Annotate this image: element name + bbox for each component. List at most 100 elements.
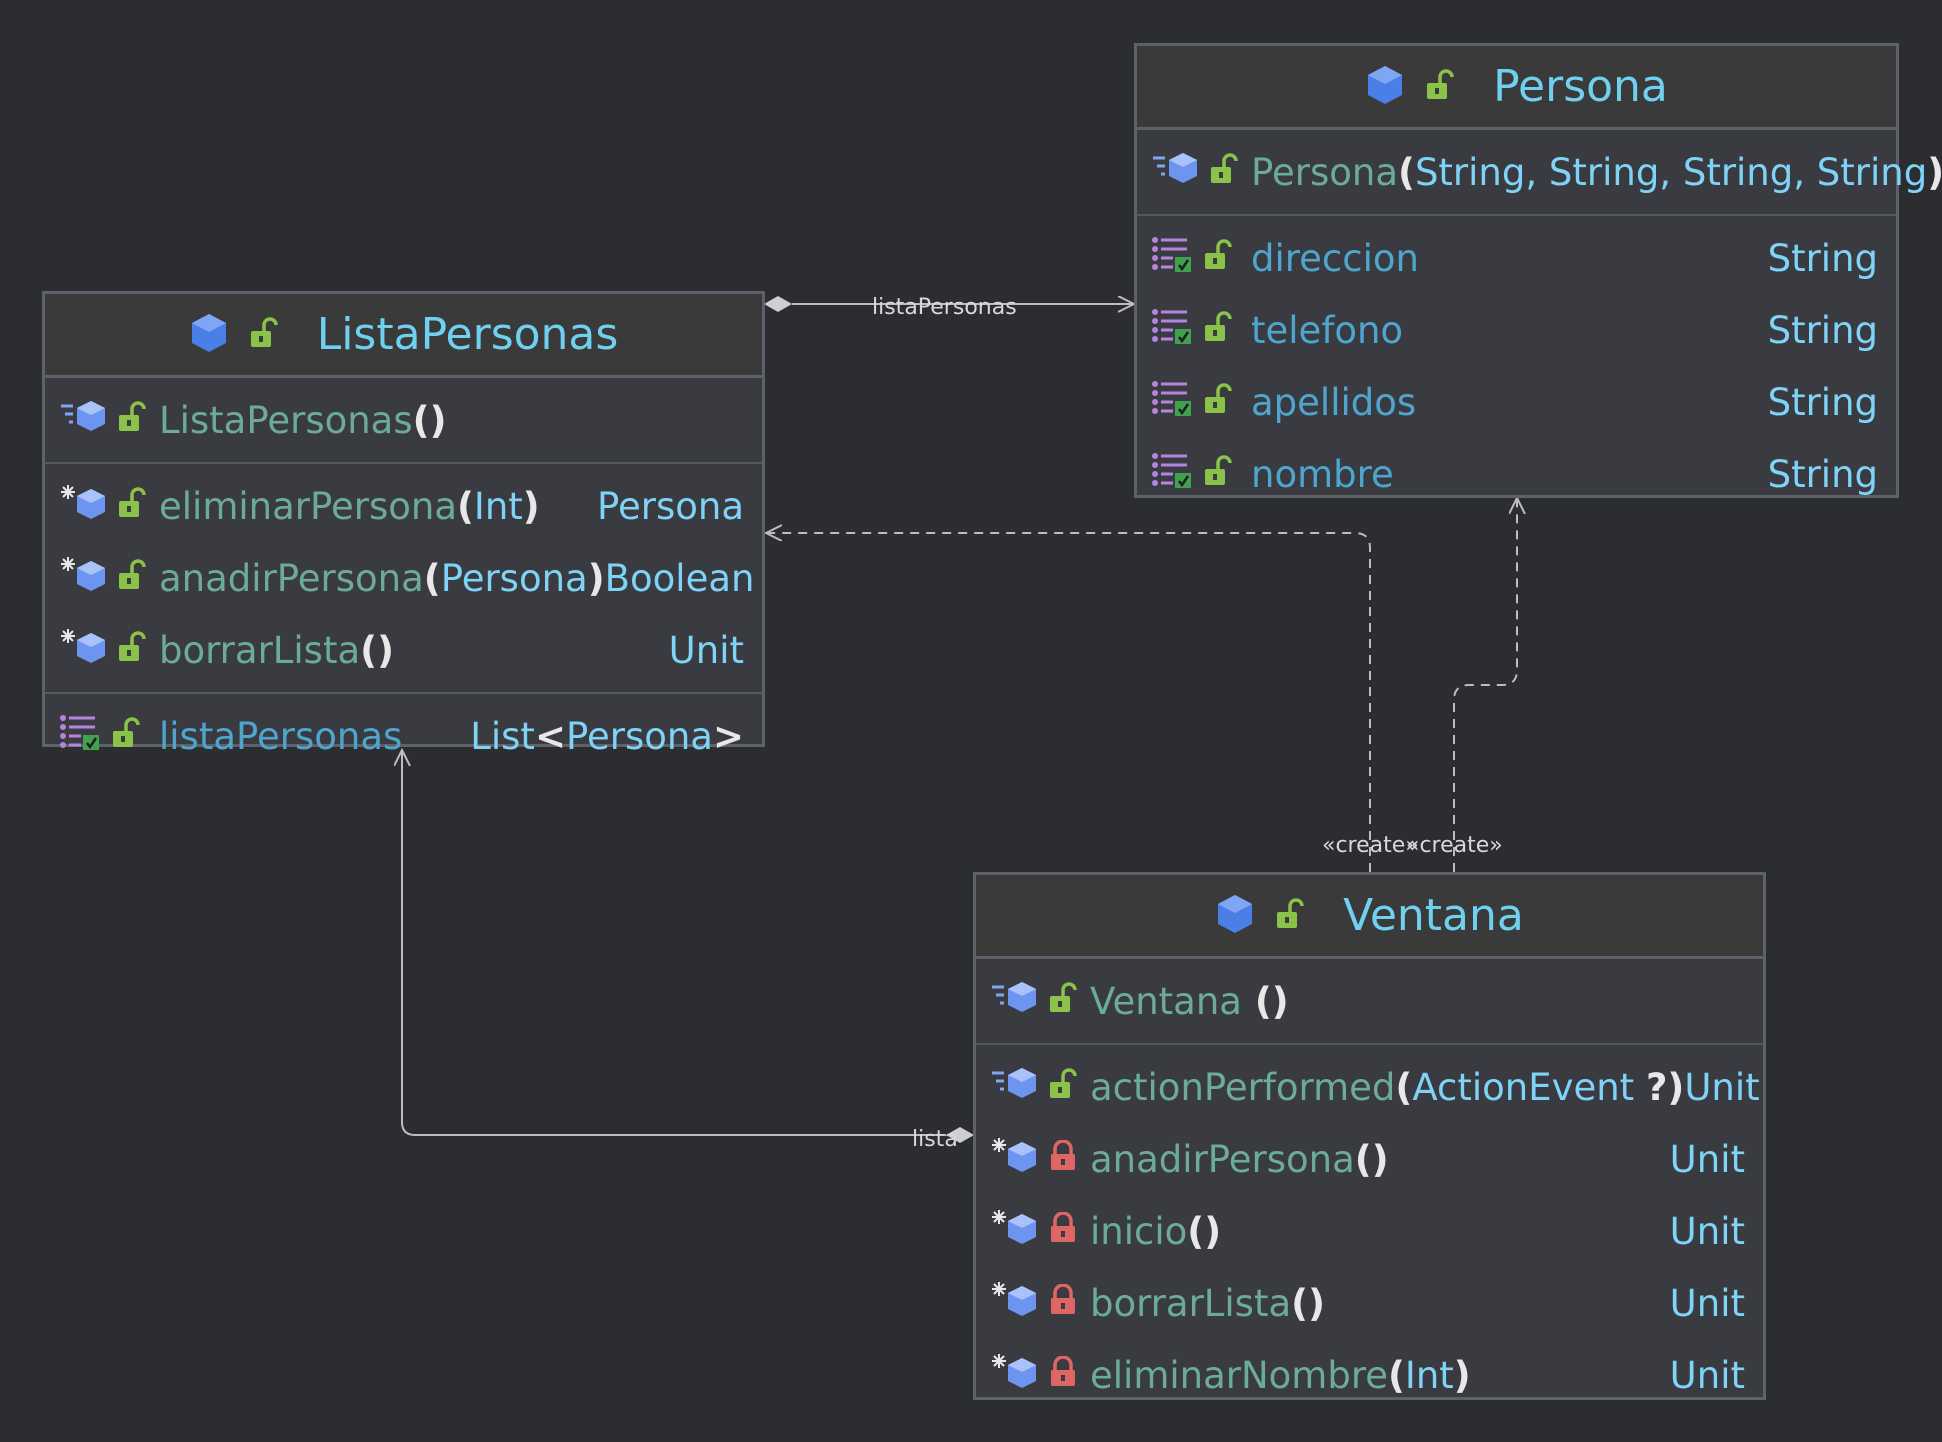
method-row[interactable]: borrarLista() Unit	[45, 614, 762, 686]
composition-diamond	[764, 296, 792, 312]
paren-open: (	[1398, 150, 1415, 194]
paren-close: )	[429, 398, 447, 442]
return-type: Unit	[1669, 1137, 1745, 1181]
fields-section: listaPersonas List<Persona>	[45, 694, 762, 778]
generic-open: <	[534, 714, 566, 758]
member-name: inicio	[1090, 1209, 1188, 1253]
paren-close: )	[1204, 1209, 1222, 1253]
edge-ventana-create-persona[interactable]	[1453, 498, 1517, 872]
open-lock-icon	[1203, 309, 1233, 352]
open-lock-icon	[117, 485, 147, 528]
method-icon	[59, 483, 107, 530]
member-params: String, String, String, String	[1414, 150, 1928, 194]
class-ventana[interactable]: Ventana Ventana ()	[973, 872, 1766, 1400]
member-name: eliminarNombre	[1090, 1353, 1388, 1397]
return-type: Persona	[596, 484, 744, 528]
paren-close: )	[1927, 151, 1942, 194]
methods-section: actionPerformed(ActionEvent ?) Unit anad…	[976, 1045, 1763, 1417]
method-row[interactable]: actionPerformed(ActionEvent ?) Unit	[976, 1051, 1763, 1123]
composition-diamond	[946, 1127, 974, 1143]
open-lock-icon	[1209, 151, 1239, 194]
method-row[interactable]: borrarLista() Unit	[976, 1267, 1763, 1339]
class-cube-icon	[1365, 64, 1405, 110]
member-params: Int	[1404, 1353, 1454, 1397]
member-params: Int	[473, 484, 523, 528]
field-row[interactable]: direccion String	[1137, 222, 1896, 294]
property-icon	[1151, 451, 1193, 498]
edge-ventana-to-lista[interactable]: lista	[402, 750, 974, 1152]
edge-label-listaPersonas: listaPersonas	[872, 295, 1017, 320]
class-cube-icon	[189, 312, 229, 358]
class-title: Persona	[1493, 61, 1668, 112]
edge-ventana-create-lista[interactable]	[766, 533, 1371, 872]
paren-open: (	[360, 628, 378, 672]
paren-open: (	[1354, 1137, 1372, 1181]
closed-lock-icon	[1048, 1354, 1078, 1397]
open-lock-icon	[117, 399, 147, 442]
field-row[interactable]: apellidos String	[1137, 366, 1896, 438]
paren-open: (	[1291, 1281, 1309, 1325]
field-type: String	[1767, 308, 1878, 352]
constructor-row[interactable]: Persona(String, String, String, String)	[1137, 136, 1942, 208]
field-row[interactable]: nombre String	[1137, 438, 1896, 510]
return-type: Unit	[1684, 1065, 1760, 1109]
member-params: ActionEvent	[1412, 1065, 1646, 1109]
paren-open: (	[1241, 979, 1272, 1023]
paren-open: (	[1395, 1065, 1413, 1109]
class-listapersonas[interactable]: ListaPersonas ListaPersonas()	[42, 291, 765, 758]
field-row[interactable]: listaPersonas List<Persona>	[45, 700, 762, 772]
field-type-arg: Persona	[565, 714, 713, 758]
edge-label-create-1: «create»	[1322, 833, 1419, 858]
property-icon	[1151, 379, 1193, 426]
constructor-row[interactable]: Ventana ()	[976, 965, 1763, 1037]
method-row[interactable]: anadirPersona() Unit	[976, 1123, 1763, 1195]
paren-close: )	[1308, 1281, 1325, 1325]
constructor-section: Persona(String, String, String, String)	[1137, 130, 1942, 216]
member-name: borrarLista	[159, 628, 361, 672]
return-type: Unit	[1669, 1281, 1745, 1325]
field-name: telefono	[1251, 308, 1404, 352]
open-lock-icon	[1203, 237, 1233, 280]
class-title: ListaPersonas	[316, 309, 619, 360]
property-icon	[1151, 235, 1193, 282]
constructor-row[interactable]: ListaPersonas()	[45, 384, 762, 456]
class-persona[interactable]: Persona Persona(String, String, String, …	[1134, 43, 1942, 498]
paren-open: (	[1388, 1353, 1405, 1397]
open-lock-icon	[1425, 68, 1455, 105]
open-lock-icon	[1048, 1066, 1078, 1109]
generic-close: >	[712, 714, 744, 758]
method-row[interactable]: inicio() Unit	[976, 1195, 1763, 1267]
member-name: borrarLista	[1090, 1281, 1292, 1325]
open-lock-icon	[1275, 897, 1305, 934]
method-row[interactable]: eliminarPersona(Int) Persona	[45, 470, 762, 542]
closed-lock-icon	[1048, 1138, 1078, 1181]
method-icon	[990, 1352, 1038, 1399]
open-lock-icon	[1048, 980, 1078, 1023]
constructor-section: ListaPersonas()	[45, 378, 762, 464]
edge-lista-to-persona[interactable]: listaPersonas	[764, 295, 1134, 320]
method-row[interactable]: eliminarNombre(Int) Unit	[976, 1339, 1763, 1411]
return-type: Unit	[1669, 1353, 1745, 1397]
member-name: eliminarPersona	[159, 484, 457, 528]
field-type: String	[1767, 452, 1878, 496]
constructor-icon	[990, 1066, 1038, 1109]
open-lock-icon	[117, 629, 147, 672]
field-name: direccion	[1251, 236, 1419, 280]
method-row[interactable]: anadirPersona(Persona) Boolean	[45, 542, 762, 614]
member-name: Persona	[1251, 150, 1399, 194]
paren-open: (	[423, 556, 441, 600]
paren-close: )	[377, 628, 394, 672]
paren-close: ?)	[1645, 1065, 1685, 1109]
paren-close: )	[1371, 1137, 1389, 1181]
open-lock-icon	[111, 715, 141, 758]
member-name: anadirPersona	[159, 556, 424, 600]
class-header: ListaPersonas	[45, 294, 762, 378]
constructor-icon	[990, 980, 1038, 1023]
paren-open: (	[457, 484, 474, 528]
class-cube-icon	[1215, 893, 1255, 939]
open-lock-icon	[1203, 381, 1233, 424]
field-name: nombre	[1251, 452, 1394, 496]
field-row[interactable]: telefono String	[1137, 294, 1896, 366]
edge-label-lista: lista	[912, 1127, 958, 1152]
field-name: apellidos	[1251, 380, 1417, 424]
